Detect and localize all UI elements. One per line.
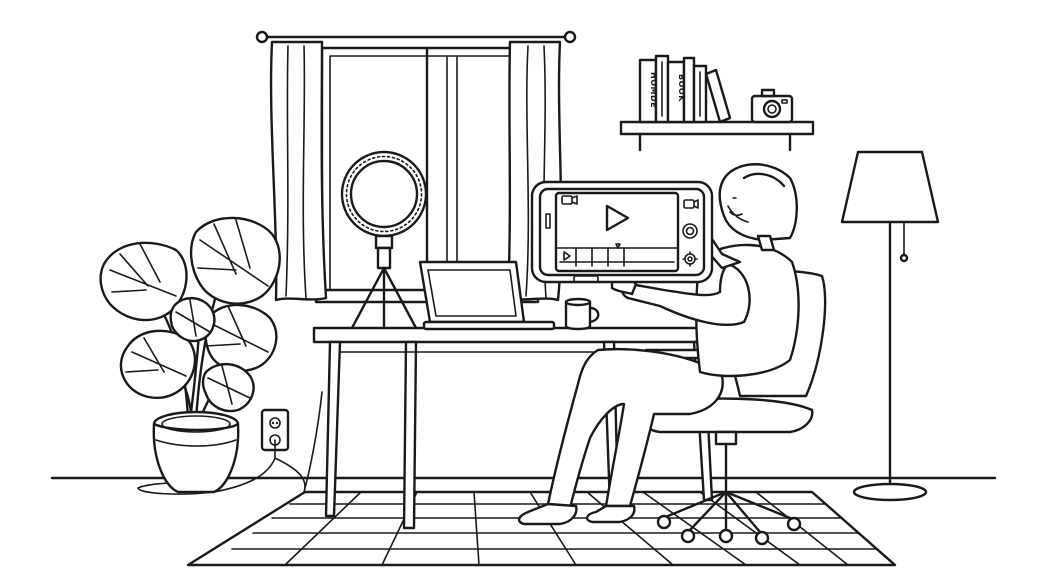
curtain-left — [269, 40, 328, 302]
plant-pot — [152, 410, 240, 494]
person — [517, 163, 800, 526]
books: HOMDE BOOK — [638, 54, 732, 124]
floor-lamp — [840, 150, 940, 502]
ring-light — [340, 150, 428, 270]
coffee-mug — [564, 297, 600, 331]
settings-icon[interactable] — [682, 251, 698, 267]
monstera-plant — [99, 216, 281, 422]
leaf — [189, 216, 281, 305]
record-icon[interactable] — [682, 223, 698, 239]
wall-shelf — [619, 120, 815, 152]
photo-camera-icon — [750, 88, 794, 124]
book-spine-homde: HOMDE — [649, 72, 658, 108]
tripod — [350, 266, 418, 330]
video-camera-icon — [561, 195, 578, 205]
curtain-rod — [255, 30, 577, 44]
video-camera-icon — [683, 199, 699, 209]
play-small-icon[interactable] — [563, 251, 571, 261]
laptop — [418, 260, 556, 331]
smartphone — [530, 180, 714, 284]
book-spine-book: BOOK — [677, 74, 686, 102]
wall-outlet — [260, 408, 290, 452]
play-icon[interactable] — [605, 204, 630, 232]
